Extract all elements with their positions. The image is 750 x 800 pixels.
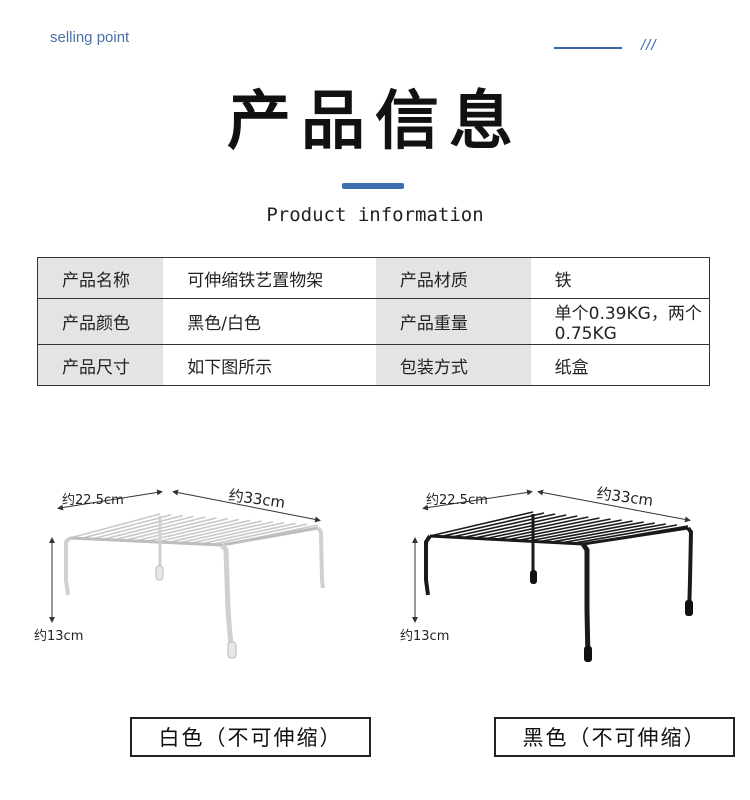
- shelf-wire: [124, 517, 217, 542]
- value-material: 铁: [530, 257, 710, 299]
- white-shelf-image: [49, 489, 325, 659]
- label-material: 产品材质: [375, 257, 531, 299]
- shelf-wire: [429, 511, 534, 537]
- label-color: 产品颜色: [37, 298, 164, 345]
- selling-point-label: selling point: [50, 29, 130, 46]
- table-row: 产品颜色 黑色/白色 产品重量 单个0.39KG，两个0.75KG: [37, 298, 710, 345]
- black-depth-label: 约22.5cm: [426, 493, 488, 508]
- shelf-wire: [91, 514, 183, 540]
- black-width-label: 约33cm: [595, 484, 654, 510]
- shelf-wire: [539, 521, 644, 543]
- shelf-wire: [550, 522, 655, 544]
- shelf-wire: [156, 519, 251, 543]
- table-row: 产品尺寸 如下图所示 包装方式 纸盒: [37, 344, 710, 386]
- label-package: 包装方式: [375, 344, 531, 386]
- shelf-wire: [440, 512, 545, 538]
- value-name: 可伸缩铁艺置物架: [163, 257, 376, 299]
- value-weight: 单个0.39KG，两个0.75KG: [530, 298, 710, 345]
- product-info-table: 产品名称 可伸缩铁艺置物架 产品材质 铁 产品颜色 黑色/白色 产品重量 单个0…: [37, 257, 710, 386]
- page-title: 产品信息: [227, 85, 523, 159]
- label-weight: 产品重量: [375, 298, 531, 345]
- shelf-wire: [102, 515, 195, 541]
- shelf-wire: [200, 522, 296, 545]
- white-depth-label: 约22.5cm: [62, 493, 124, 508]
- white-caption: 白色（不可伸缩）: [130, 717, 371, 757]
- decorative-line: [554, 47, 622, 49]
- white-width-label: 约33cm: [227, 486, 286, 512]
- shelf-wire: [506, 518, 611, 541]
- shelf-wire: [571, 524, 678, 545]
- white-height-label: 约13cm: [34, 629, 83, 644]
- shelf-wire: [473, 515, 578, 540]
- black-height-label: 约13cm: [400, 629, 449, 644]
- shelf-wire: [134, 517, 228, 542]
- page-subtitle: Product information: [266, 204, 484, 226]
- shelf-wire: [495, 517, 600, 541]
- value-color: 黑色/白色: [163, 298, 376, 345]
- shelf-wire: [210, 523, 307, 546]
- decorative-slashes: ///: [641, 37, 657, 54]
- shelf-illustrations: 约22.5cm 约33cm 约13cm 约22.5cm 约33cm 约13cm: [34, 484, 694, 662]
- black-caption: 黑色（不可伸缩）: [494, 717, 735, 757]
- table-row: 产品名称 可伸缩铁艺置物架 产品材质 铁: [37, 257, 710, 299]
- value-package: 纸盒: [530, 344, 710, 386]
- value-size: 如下图所示: [163, 344, 376, 386]
- shelf-wire: [517, 519, 622, 542]
- black-shelf-image: [412, 489, 694, 662]
- shelf-wire: [80, 514, 172, 540]
- shelf-wire: [484, 516, 589, 540]
- shelf-wire: [561, 523, 666, 544]
- title-divider: [342, 183, 404, 189]
- shelf-wire: [178, 521, 274, 544]
- shelf-wire: [528, 520, 633, 542]
- shelf-wire: [69, 513, 161, 539]
- shelf-wire: [167, 520, 262, 544]
- shelf-wire: [462, 514, 567, 539]
- label-name: 产品名称: [37, 257, 164, 299]
- label-size: 产品尺寸: [37, 344, 164, 386]
- shelf-wire: [189, 521, 285, 545]
- shelf-wire: [451, 513, 556, 538]
